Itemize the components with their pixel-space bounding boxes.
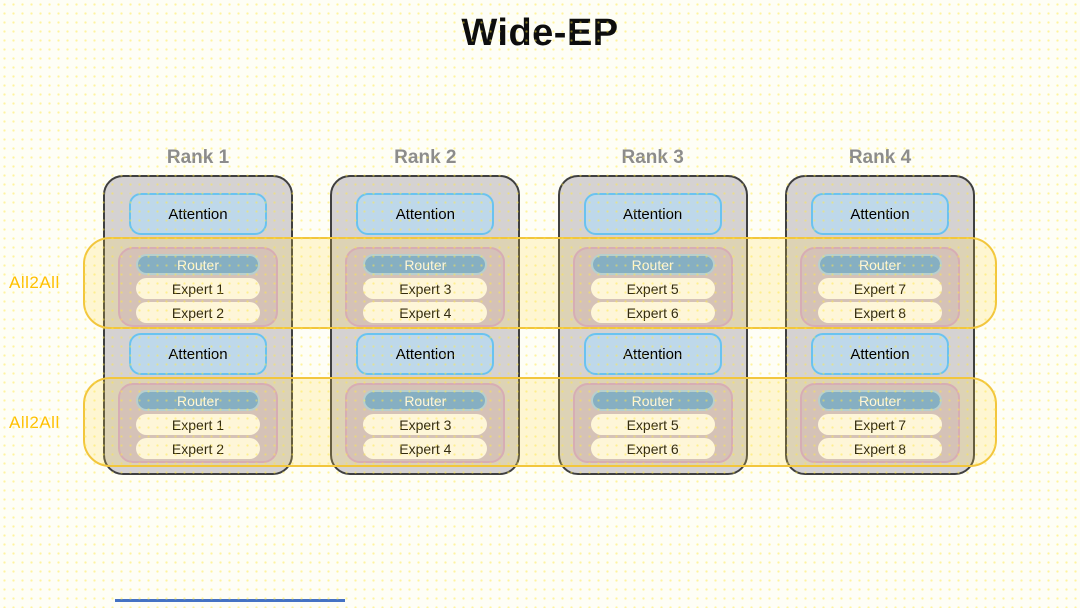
moe-group: Router Expert 3 Expert 4	[345, 383, 506, 463]
moe-group: Router Expert 1 Expert 2	[118, 383, 278, 463]
router-block: Router	[590, 254, 715, 275]
rank-box: Attention Router Expert 7 Expert 8 Atten…	[784, 175, 975, 475]
expert-block: Expert 4	[363, 438, 488, 459]
expert-block: Expert 3	[363, 414, 488, 435]
router-block: Router	[136, 254, 260, 275]
all2all-label-bottom: All2All	[9, 413, 60, 432]
attention-block: Attention	[583, 333, 722, 375]
rank-title: Rank 3	[621, 147, 684, 168]
rank-column-4: Rank 4 Attention Router Expert 7 Expert …	[784, 146, 975, 475]
expert-block: Expert 6	[590, 302, 715, 323]
expert-block: Expert 6	[590, 438, 715, 459]
attention-block: Attention	[583, 193, 722, 235]
moe-group: Router Expert 5 Expert 6	[572, 247, 733, 327]
rank-column-2: Rank 2 Attention Router Expert 3 Expert …	[330, 146, 521, 475]
moe-group: Router Expert 7 Expert 8	[799, 383, 960, 463]
rank-column-1: Rank 1 Attention Router Expert 1 Expert …	[103, 146, 293, 475]
router-block: Router	[363, 390, 488, 411]
router-block: Router	[136, 390, 260, 411]
expert-block: Expert 5	[590, 278, 715, 299]
router-block: Router	[590, 390, 715, 411]
rank-box: Attention Router Expert 1 Expert 2 Atten…	[103, 175, 293, 475]
attention-block: Attention	[810, 193, 949, 235]
router-block: Router	[363, 254, 488, 275]
expert-block: Expert 3	[363, 278, 488, 299]
ranks-row: Rank 1 Attention Router Expert 1 Expert …	[103, 146, 975, 475]
expert-block: Expert 8	[817, 438, 942, 459]
moe-group: Router Expert 3 Expert 4	[345, 247, 506, 327]
rank-title: Rank 1	[166, 147, 230, 168]
rank-box: Attention Router Expert 3 Expert 4 Atten…	[330, 175, 521, 475]
moe-group: Router Expert 5 Expert 6	[572, 383, 733, 463]
rank-column-3: Rank 3 Attention Router Expert 5 Expert …	[557, 146, 748, 475]
expert-block: Expert 7	[817, 414, 942, 435]
rank-box: Attention Router Expert 5 Expert 6 Atten…	[557, 175, 748, 475]
moe-group: Router Expert 7 Expert 8	[799, 247, 960, 327]
rank-title: Rank 2	[394, 147, 457, 168]
diagram-title: Wide-EP	[461, 12, 619, 54]
bottom-blue-line	[115, 599, 345, 602]
expert-block: Expert 2	[136, 302, 260, 323]
expert-block: Expert 2	[136, 438, 260, 459]
attention-block: Attention	[356, 193, 495, 235]
expert-block: Expert 5	[590, 414, 715, 435]
expert-block: Expert 8	[817, 302, 942, 323]
expert-block: Expert 1	[136, 414, 260, 435]
attention-block: Attention	[129, 333, 267, 375]
attention-block: Attention	[810, 333, 949, 375]
expert-block: Expert 4	[363, 302, 488, 323]
rank-title: Rank 4	[848, 147, 912, 168]
moe-group: Router Expert 1 Expert 2	[118, 247, 278, 327]
expert-block: Expert 7	[817, 278, 942, 299]
attention-block: Attention	[129, 193, 267, 235]
attention-block: Attention	[356, 333, 495, 375]
router-block: Router	[817, 390, 942, 411]
all2all-label-top: All2All	[9, 273, 60, 292]
router-block: Router	[817, 254, 942, 275]
expert-block: Expert 1	[136, 278, 260, 299]
